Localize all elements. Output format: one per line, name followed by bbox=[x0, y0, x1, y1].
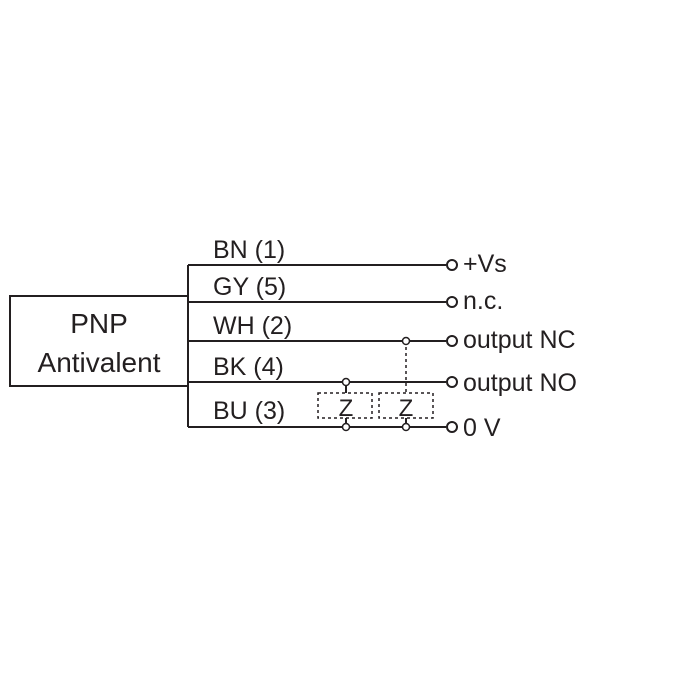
terminal-output-no bbox=[446, 376, 458, 388]
sensor-type-line1: PNP bbox=[70, 308, 128, 339]
wire-gy: GY (5) n.c. bbox=[188, 273, 503, 315]
wire-wh: WH (2) output NC bbox=[188, 312, 576, 354]
terminal-0v bbox=[446, 421, 458, 433]
terminal-label-0v: 0 V bbox=[463, 414, 501, 442]
wire-label-wh: WH (2) bbox=[213, 312, 292, 340]
terminal-output-nc bbox=[446, 335, 458, 347]
wire-label-gy: GY (5) bbox=[213, 273, 286, 301]
junction-z2-bottom bbox=[401, 422, 411, 432]
wire-bn: BN (1) +Vs bbox=[188, 236, 507, 278]
junction-z2-top bbox=[401, 336, 411, 346]
wire-bu: BU (3) 0 V bbox=[188, 397, 501, 442]
wire-label-bn: BN (1) bbox=[213, 236, 285, 264]
load-z2: Z bbox=[378, 336, 434, 432]
wire-bk: BK (4) output NO bbox=[188, 353, 577, 397]
load-z2-box bbox=[378, 392, 434, 419]
terminal-label-output-no: output NO bbox=[463, 369, 577, 397]
load-z1: Z bbox=[317, 377, 373, 432]
wire-label-bu: BU (3) bbox=[213, 397, 285, 425]
terminal-nc bbox=[446, 296, 458, 308]
load-z1-label: Z bbox=[339, 395, 354, 422]
load-z1-box bbox=[317, 392, 373, 419]
wire-label-bk: BK (4) bbox=[213, 353, 284, 381]
terminal-label-vs: +Vs bbox=[463, 250, 507, 278]
terminal-vs bbox=[446, 259, 458, 271]
terminal-label-nc: n.c. bbox=[463, 287, 503, 315]
sensor-type-line2: Antivalent bbox=[38, 347, 161, 378]
junction-z1-bottom bbox=[341, 422, 351, 432]
junction-z1-top bbox=[341, 377, 351, 387]
load-z2-label: Z bbox=[399, 395, 414, 422]
terminal-label-output-nc: output NC bbox=[463, 326, 576, 354]
